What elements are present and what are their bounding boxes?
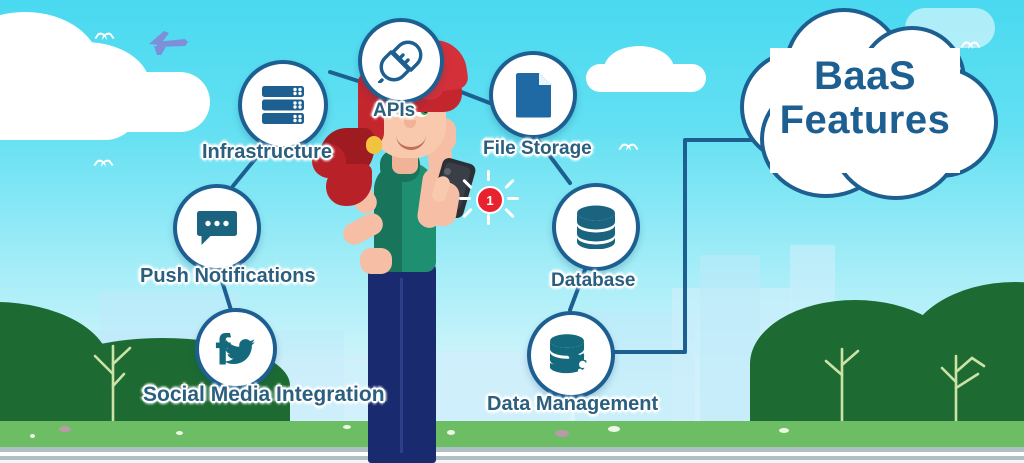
document-icon <box>516 73 551 118</box>
node-social-media-bubble[interactable] <box>195 308 277 390</box>
road-line <box>0 460 1024 463</box>
database-gear-icon <box>550 334 587 374</box>
pebble <box>343 425 351 429</box>
chat-bubble-icon <box>197 211 237 245</box>
road-line <box>0 452 1024 456</box>
airplane-icon <box>149 31 188 55</box>
node-file-storage-bubble[interactable] <box>489 51 577 139</box>
pebble <box>608 426 620 432</box>
pebble <box>447 430 455 435</box>
node-data-management-bubble[interactable] <box>527 311 615 399</box>
node-data-management-label: Data Management <box>487 393 659 415</box>
pebble <box>30 434 35 438</box>
grass-strip <box>0 421 1024 447</box>
pebble <box>176 431 183 435</box>
facebook-twitter-icon <box>215 333 256 365</box>
node-infrastructure-bubble[interactable] <box>238 60 328 150</box>
cloud-title-line2: Features <box>779 98 951 142</box>
title-cloud: BaaS Features <box>740 8 998 200</box>
node-apis-label: APIs <box>373 100 416 121</box>
cloud-title: BaaS Features <box>740 54 990 142</box>
tree <box>940 354 986 432</box>
pebble <box>555 430 569 437</box>
node-push-notifications-label: Push Notifications <box>140 265 316 287</box>
node-database-bubble[interactable] <box>552 183 640 271</box>
node-infrastructure-label: Infrastructure <box>202 141 333 163</box>
pebble <box>59 426 71 432</box>
node-apis-bubble[interactable] <box>358 18 444 104</box>
plug-icon <box>378 40 423 83</box>
notification-badge-count: 1 <box>486 192 494 208</box>
cloud-title-line1: BaaS <box>813 54 917 98</box>
tree <box>93 344 132 430</box>
server-icon <box>262 86 304 124</box>
pebble <box>779 428 789 433</box>
node-push-notifications-bubble[interactable] <box>173 184 261 272</box>
tree <box>824 347 860 430</box>
node-database-label: Database <box>551 270 636 291</box>
character-illustration <box>312 35 496 463</box>
notification-badge: 1 <box>476 186 504 214</box>
node-social-media-label: Social Media Integration <box>143 383 385 406</box>
node-file-storage-label: File Storage <box>483 138 592 159</box>
database-icon <box>577 205 615 249</box>
